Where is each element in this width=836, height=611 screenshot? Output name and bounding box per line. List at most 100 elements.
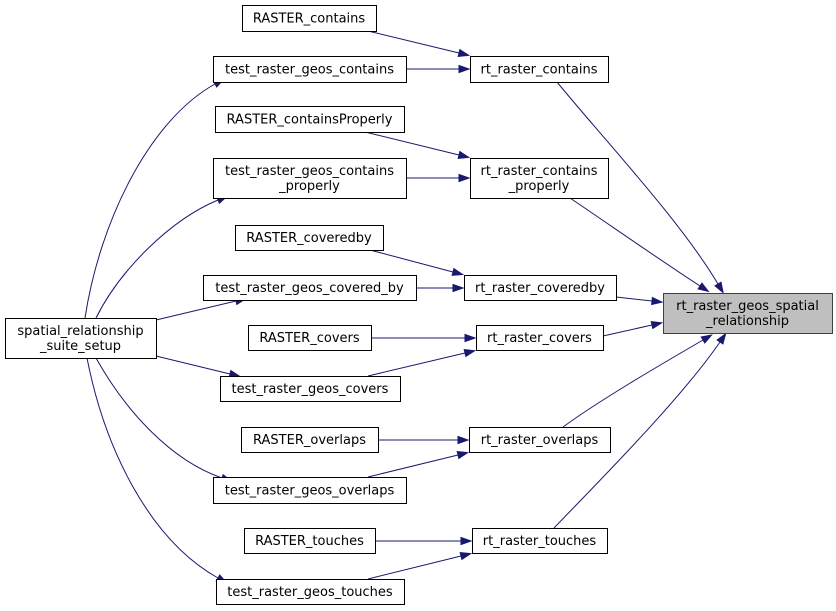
node-label: test_raster_geos_contains (225, 164, 394, 179)
node-label: rt_raster_covers (487, 331, 592, 346)
edge-line (367, 555, 462, 580)
node-rt_contains[interactable]: rt_raster_contains (470, 56, 609, 83)
edge-line (367, 454, 459, 478)
arrowhead-icon (457, 48, 471, 57)
node-R_covers[interactable]: RASTER_covers (248, 325, 372, 351)
node-label: test_raster_geos_touches (227, 585, 393, 600)
node-box (213, 158, 407, 199)
node-label: RASTER_containsProperly (227, 113, 393, 128)
node-label: spatial_relationship (17, 324, 143, 339)
node-R_contains[interactable]: RASTER_contains (242, 5, 377, 32)
nodes-layer: rt_raster_geos_spatial_relationshiprt_ra… (5, 5, 833, 605)
node-label: test_raster_geos_overlaps (225, 484, 395, 499)
arrowhead-icon (697, 282, 710, 293)
node-box (203, 275, 417, 301)
arrowhead-icon (716, 332, 727, 345)
node-label: test_raster_geos_covers (232, 382, 389, 397)
node-box (213, 56, 407, 83)
arrowhead-icon (463, 349, 477, 358)
node-box (241, 427, 379, 453)
node-rt_covers[interactable]: rt_raster_covers (476, 325, 604, 351)
node-box (213, 477, 407, 504)
node-label: rt_raster_coveredby (475, 281, 605, 296)
node-box (663, 293, 833, 334)
edge-R_overlaps-to-rt_overlaps (378, 435, 470, 445)
edge-T_touches-to-rt_touches (367, 552, 473, 580)
node-T_covered_by[interactable]: test_raster_geos_covered_by (203, 275, 417, 301)
edge-T_covers-to-rt_covers (367, 349, 477, 377)
edge-line (562, 339, 704, 428)
node-box (248, 325, 372, 351)
node-R_coveredby[interactable]: RASTER_coveredby (235, 225, 384, 251)
node-T_contains_properly[interactable]: test_raster_geos_contains_properly (213, 158, 407, 199)
node-label: rt_raster_touches (483, 534, 597, 549)
node-T_contains[interactable]: test_raster_geos_contains (213, 56, 407, 83)
edge-T_contains_properly-to-rt_contains_properly (406, 173, 471, 183)
node-box (469, 427, 611, 453)
edge-R_coveredby-to-rt_coveredby (369, 249, 465, 276)
edge-line (553, 341, 721, 529)
edge-line (615, 296, 653, 302)
edges-layer (84, 30, 727, 584)
arrowhead-icon (459, 552, 473, 561)
arrowhead-icon (457, 150, 471, 159)
edge-T_overlaps-to-rt_overlaps (367, 451, 470, 478)
node-T_covers[interactable]: test_raster_geos_covers (220, 376, 401, 402)
arrowhead-icon (452, 283, 465, 293)
edge-rt_contains-to-target (556, 81, 724, 294)
edge-T_covered_by-to-rt_coveredby (416, 283, 465, 293)
edge-R_covers-to-rt_covers (371, 333, 477, 343)
edge-line (569, 197, 701, 287)
node-box (470, 56, 609, 83)
edge-line (369, 249, 454, 273)
node-box (216, 579, 405, 605)
edge-R_contains-to-rt_contains (367, 30, 471, 57)
edge-rt_touches-to-target (553, 332, 727, 529)
node-suite_setup[interactable]: spatial_relationship_suite_setup (5, 318, 157, 359)
node-rt_overlaps[interactable]: rt_raster_overlaps (469, 427, 611, 453)
arrowhead-icon (714, 281, 724, 294)
node-label: rt_raster_contains (481, 63, 598, 78)
node-label: RASTER_contains (253, 12, 366, 27)
arrowhead-icon (451, 267, 465, 276)
node-T_overlaps[interactable]: test_raster_geos_overlaps (213, 477, 407, 504)
node-label: test_raster_geos_covered_by (215, 281, 404, 296)
node-box (470, 158, 609, 199)
node-label: _properly (508, 179, 570, 194)
edge-suite_setup-to-T_overlaps (95, 357, 233, 482)
edge-line (367, 352, 466, 377)
node-box (235, 225, 384, 251)
node-label: _properly (278, 179, 340, 194)
node-rt_coveredby[interactable]: rt_raster_coveredby (464, 275, 617, 301)
edge-suite_setup-to-T_contains (84, 78, 226, 319)
node-label: RASTER_covers (259, 331, 359, 346)
edge-line (155, 355, 231, 375)
edge-line (95, 357, 223, 479)
node-box (472, 528, 608, 554)
node-T_touches[interactable]: test_raster_geos_touches (216, 579, 405, 605)
node-R_containsProperly[interactable]: RASTER_containsProperly (215, 106, 405, 133)
node-label: rt_raster_contains (481, 164, 598, 179)
edge-rt_overlaps-to-target (562, 334, 713, 428)
arrowhead-icon (458, 173, 471, 183)
arrowhead-icon (460, 536, 473, 546)
arrowhead-icon (458, 64, 471, 74)
node-label: test_raster_geos_contains (225, 63, 394, 78)
node-box (476, 325, 604, 351)
arrowhead-icon (456, 451, 470, 460)
node-label: RASTER_coveredby (246, 231, 372, 246)
node-R_overlaps[interactable]: RASTER_overlaps (241, 427, 379, 453)
node-box (215, 106, 405, 133)
arrowhead-icon (700, 334, 713, 344)
edge-line (95, 199, 219, 319)
node-rt_contains_properly[interactable]: rt_raster_contains_properly (470, 158, 609, 199)
node-label: _suite_setup (39, 339, 121, 354)
edge-line (84, 83, 216, 319)
edge-rt_coveredby-to-target (615, 296, 664, 306)
edge-line (602, 324, 653, 337)
node-box (244, 528, 376, 554)
edge-R_touches-to-rt_touches (375, 536, 473, 546)
node-R_touches[interactable]: RASTER_touches (244, 528, 376, 554)
arrowhead-icon (651, 296, 664, 306)
node-rt_touches[interactable]: rt_raster_touches (472, 528, 608, 554)
